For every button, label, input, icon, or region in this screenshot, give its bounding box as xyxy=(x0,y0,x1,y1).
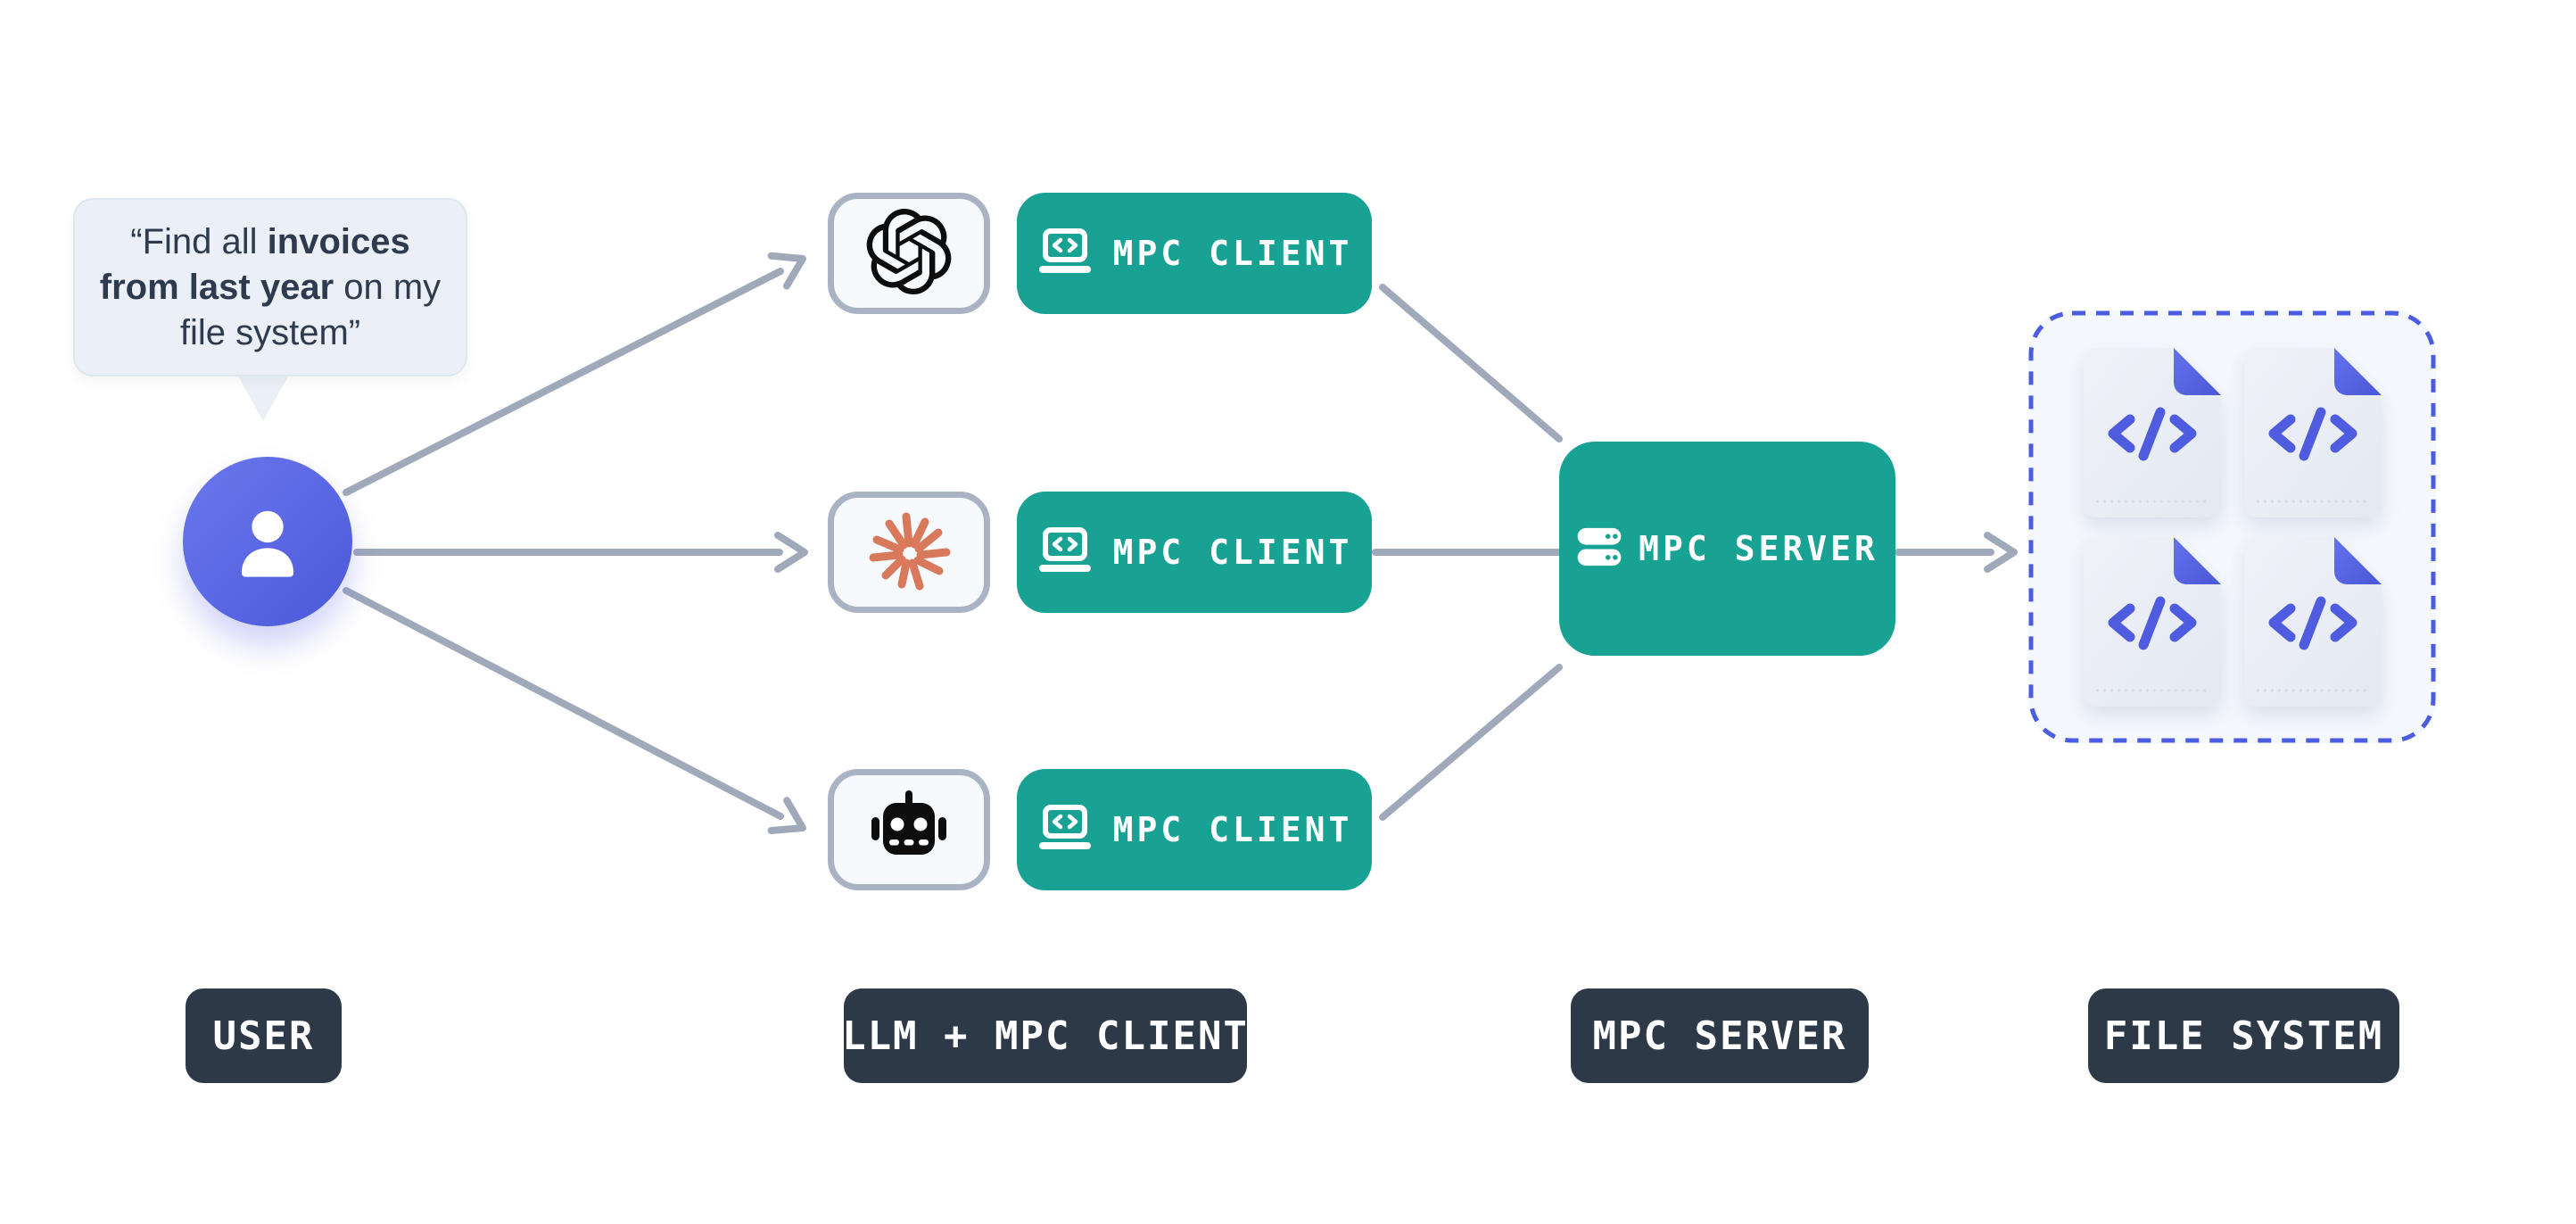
speech-bubble-tail xyxy=(237,375,289,421)
mpc-client-label: MPC CLIENT xyxy=(1112,810,1353,849)
mpc-client-label: MPC CLIENT xyxy=(1112,234,1353,273)
code-file-icon xyxy=(2083,347,2221,517)
legend-label-mpc-server: MPC SERVER xyxy=(1571,988,1869,1083)
arrow-user-to-llm3 xyxy=(343,587,806,835)
file-system-container xyxy=(2028,310,2436,743)
code-file-icon xyxy=(2243,347,2382,517)
openai-logo-icon xyxy=(866,208,952,299)
laptop-code-icon xyxy=(1036,804,1094,856)
robot-icon xyxy=(864,783,954,877)
mpc-server-label: MPC SERVER xyxy=(1639,529,1878,568)
claude-starburst-icon xyxy=(864,506,954,600)
code-file-icon xyxy=(2243,536,2382,707)
mpc-client-label: MPC CLIENT xyxy=(1112,533,1353,572)
mpc-client-button-2: MPC CLIENT xyxy=(1017,492,1372,613)
llm-box-robot xyxy=(828,769,990,890)
arrow-user-to-llm2 xyxy=(353,532,808,573)
code-file-icon xyxy=(2083,536,2221,707)
mpc-client-button-3: MPC CLIENT xyxy=(1017,769,1372,890)
legend-label-file-system: FILE SYSTEM xyxy=(2088,988,2399,1083)
speech-bubble: “Find all invoices from last year on my … xyxy=(73,198,467,376)
user-avatar xyxy=(183,457,352,626)
mpc-server-box: MPC SERVER xyxy=(1559,442,1895,656)
mpc-client-button-1: MPC CLIENT xyxy=(1017,193,1372,314)
llm-box-claude xyxy=(828,492,990,613)
legend-label-llm-client: LLM + MPC CLIENT xyxy=(842,988,1247,1083)
file-grid xyxy=(2028,310,2436,743)
server-stack-icon xyxy=(1576,525,1622,574)
file-system-dashed-border xyxy=(2028,310,2436,743)
line-client1-to-server xyxy=(1379,284,1563,442)
person-icon xyxy=(221,493,314,591)
speech-bubble-text: “Find all invoices from last year on my … xyxy=(99,221,442,352)
line-client3-to-server xyxy=(1379,664,1563,821)
arrow-server-to-filesystem xyxy=(1895,532,2018,573)
laptop-code-icon xyxy=(1036,227,1094,279)
legend-label-user: USER xyxy=(186,988,342,1083)
laptop-code-icon xyxy=(1036,526,1094,578)
llm-box-openai xyxy=(828,193,990,314)
